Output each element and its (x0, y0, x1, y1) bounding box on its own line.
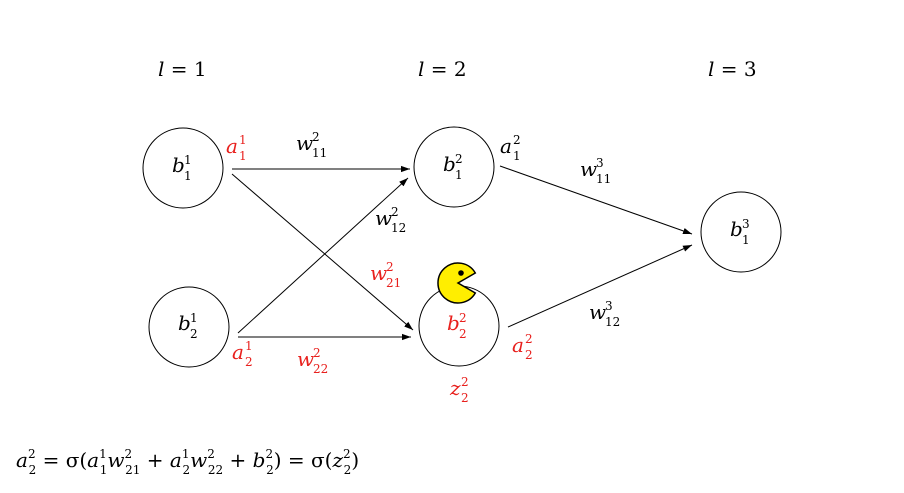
activation-a1-2: a 1 2 (232, 339, 253, 369)
svg-text:a: a (512, 333, 524, 357)
node-b1-1-sup: 1 (184, 153, 192, 167)
node-b2-1-sup: 2 (455, 152, 463, 166)
svg-text:2: 2 (391, 205, 399, 219)
node-b2-1-label: b (443, 152, 456, 176)
node-b2-2-sup: 2 (459, 311, 467, 325)
weight-w11-2: w 2 11 (296, 130, 327, 160)
node-b3-1-sup: 3 (742, 217, 750, 231)
edge-b1-2-to-b2-1 (237, 177, 409, 334)
node-b1-2-sup: 1 (190, 311, 198, 325)
weight-w12-2: w 2 12 (375, 205, 406, 235)
node-b3-1: b 3 1 (700, 191, 782, 273)
svg-text:1: 1 (239, 149, 247, 163)
activation-a1-1: a 1 1 (226, 133, 247, 163)
weight-w12-3: w 3 12 (589, 299, 620, 329)
svg-text:22: 22 (313, 362, 328, 376)
node-b2-2-label: b (447, 311, 460, 335)
svg-text:z: z (449, 376, 461, 400)
activation-a2-1: a 2 1 (500, 133, 521, 163)
node-b1-1: b 1 1 (142, 127, 224, 209)
svg-text:2: 2 (461, 375, 469, 389)
edge-b2-2-to-b3-1 (507, 244, 693, 328)
svg-text:w: w (297, 347, 314, 371)
activation-a2-2: a 2 2 (512, 332, 533, 362)
svg-text:2: 2 (525, 348, 533, 362)
svg-text:11: 11 (312, 146, 327, 160)
svg-text:w: w (589, 300, 606, 324)
node-b2-1-sub: 1 (455, 168, 463, 182)
node-b2-2-sub: 2 (459, 327, 467, 341)
weight-w11-3: w 3 11 (580, 156, 611, 186)
svg-text:12: 12 (605, 315, 620, 329)
preactivation-z2-2: z 2 2 (449, 375, 469, 405)
svg-text:1: 1 (245, 339, 253, 353)
weight-w21-2: w 2 21 (370, 260, 401, 290)
svg-text:1: 1 (513, 149, 521, 163)
svg-text:2: 2 (313, 346, 321, 360)
svg-text:a: a (232, 340, 244, 364)
edge-b2-1-to-b3-1 (499, 165, 693, 235)
svg-text:a: a (500, 134, 512, 158)
node-b1-1-label: b (172, 153, 185, 177)
edge-b1-1-to-b2-2 (231, 173, 414, 331)
svg-text:a: a (226, 134, 238, 158)
node-b1-2: b 1 2 (148, 286, 230, 368)
pacman-icon (437, 262, 477, 304)
node-b1-2-label: b (178, 311, 191, 335)
weight-w22-2: w 2 22 (297, 346, 328, 376)
svg-text:3: 3 (596, 156, 604, 170)
svg-text:w: w (375, 206, 392, 230)
node-b1-2-sub: 2 (190, 327, 198, 341)
layer-label-2: l = 2 (418, 57, 467, 81)
layer-label-3: l = 3 (708, 57, 757, 81)
svg-text:21: 21 (386, 276, 401, 290)
svg-text:1: 1 (239, 133, 247, 147)
svg-text:w: w (296, 131, 313, 155)
svg-text:11: 11 (596, 172, 611, 186)
svg-text:2: 2 (461, 391, 469, 405)
svg-text:2: 2 (386, 260, 394, 274)
svg-text:12: 12 (391, 221, 406, 235)
svg-text:2: 2 (513, 133, 521, 147)
node-b3-1-label: b (730, 217, 743, 241)
svg-text:w: w (580, 157, 597, 181)
svg-text:w: w (370, 261, 387, 285)
svg-text:2: 2 (312, 130, 320, 144)
node-b3-1-sub: 1 (742, 233, 750, 247)
svg-text:2: 2 (525, 332, 533, 346)
svg-text:2: 2 (245, 355, 253, 369)
node-b2-1: b 2 1 (413, 126, 495, 208)
layer-label-1: l = 1 (158, 57, 207, 81)
node-b1-1-sub: 1 (184, 169, 192, 183)
svg-text:3: 3 (605, 299, 613, 313)
